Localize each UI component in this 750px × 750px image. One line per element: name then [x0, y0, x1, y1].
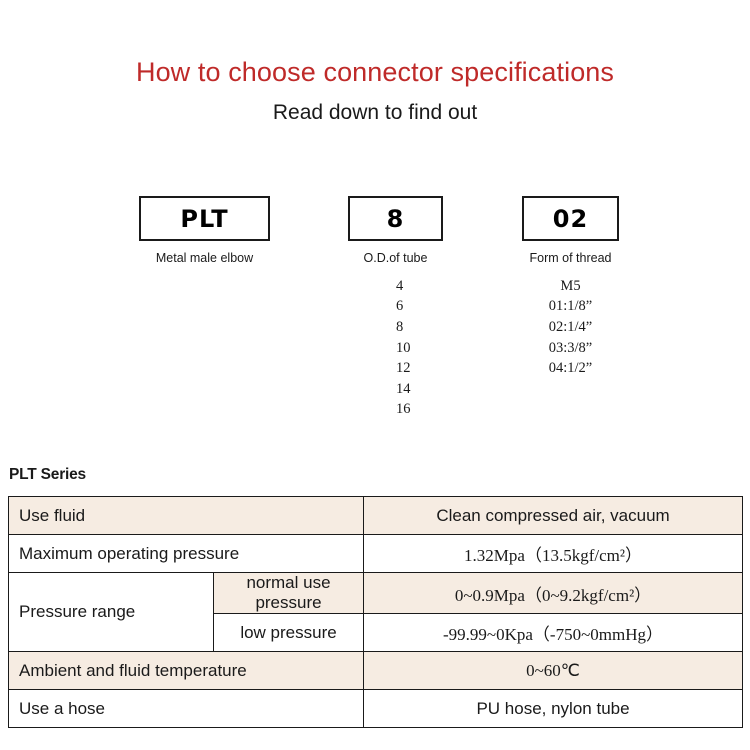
code-option: 04:1/2” — [548, 360, 593, 377]
page-subtitle: Read down to find out — [272, 100, 478, 124]
code-caption-series: Metal male elbow — [155, 251, 254, 265]
spec-value: 0~60℃ — [363, 651, 744, 690]
code-option: 10 — [396, 339, 411, 356]
page-header: How to choose connector specifications R… — [0, 0, 750, 124]
code-box-od-text: 8 — [386, 204, 405, 233]
table-row: Use a hose PU hose, nylon tube — [7, 689, 744, 728]
table-row: Ambient and fluid temperature 0~60℃ — [7, 651, 744, 690]
spec-value: 1.32Mpa（13.5kgf/cm²） — [363, 534, 744, 573]
code-box-thread-text: 02 — [552, 204, 589, 233]
code-box-thread: 02 — [522, 196, 619, 241]
table-row: Maximum operating pressure 1.32Mpa（13.5k… — [7, 534, 744, 573]
code-caption-thread: Form of thread — [529, 251, 612, 265]
spec-value: Clean compressed air, vacuum — [363, 496, 744, 535]
table-row: Pressure range normal use pressure 0~0.9… — [8, 572, 744, 652]
code-option: 12 — [396, 360, 411, 377]
spec-sublabel: normal use pressure — [212, 572, 365, 614]
code-option: 16 — [396, 401, 411, 418]
table-row: low pressure -99.99~0Kpa（-750~0mmHg） — [9, 613, 744, 652]
code-box-od: 8 — [348, 196, 443, 241]
spec-sublabel: low pressure — [212, 613, 365, 652]
code-group-series: PLT Metal male elbow — [139, 196, 270, 266]
spec-value: 0~0.9Mpa（0~9.2kgf/cm²） — [363, 572, 744, 614]
spec-table-heading: PLT Series — [9, 466, 86, 483]
code-option: 8 — [396, 318, 404, 335]
table-row: Use fluid Clean compressed air, vacuum — [7, 496, 744, 535]
spec-label: Pressure range — [8, 572, 214, 652]
code-option: 4 — [396, 277, 404, 294]
code-group-od: 8 O.D.of tube 4 6 8 10 12 14 16 — [348, 196, 443, 420]
spec-label: Use fluid — [7, 496, 365, 535]
page-title: How to choose connector specifications — [135, 57, 615, 87]
spec-label: Maximum operating pressure — [7, 534, 365, 573]
spec-label: Ambient and fluid temperature — [7, 651, 365, 690]
part-number-diagram: PLT Metal male elbow 8 O.D.of tube 4 6 8… — [0, 196, 750, 446]
code-option: 14 — [396, 380, 411, 397]
code-option: M5 — [560, 277, 581, 294]
code-option: 01:1/8” — [548, 298, 593, 315]
code-box-series: PLT — [139, 196, 270, 241]
spec-label: Use a hose — [7, 689, 365, 728]
code-caption-od: O.D.of tube — [363, 251, 428, 265]
specification-table: Use fluid Clean compressed air, vacuum M… — [7, 496, 744, 728]
code-box-series-text: PLT — [180, 204, 229, 233]
code-option: 03:3/8” — [548, 339, 593, 356]
spec-value: -99.99~0Kpa（-750~0mmHg） — [363, 613, 744, 652]
code-option: 6 — [396, 298, 404, 315]
code-options-od: 4 6 8 10 12 14 16 — [348, 266, 443, 420]
spec-value: PU hose, nylon tube — [363, 689, 744, 728]
code-options-thread: M5 01:1/8” 02:1/4” 03:3/8” 04:1/2” — [522, 266, 619, 379]
code-group-thread: 02 Form of thread M5 01:1/8” 02:1/4” 03:… — [522, 196, 619, 379]
code-option: 02:1/4” — [548, 318, 593, 335]
